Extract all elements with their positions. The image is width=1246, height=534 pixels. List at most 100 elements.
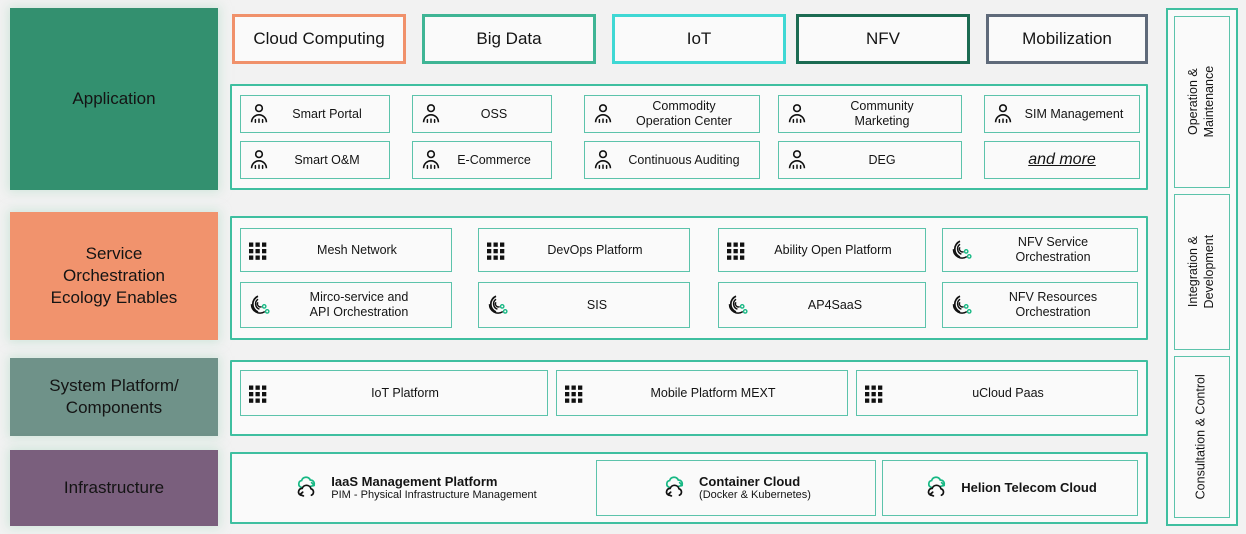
orchestration-icon	[949, 293, 975, 317]
platform-item-ucloud-paas[interactable]: uCloud Paas	[856, 370, 1138, 416]
application-item-e-commerce[interactable]: E-Commerce	[412, 141, 552, 179]
person-icon	[591, 102, 615, 126]
grid-dots-icon	[563, 382, 585, 404]
item-label: SIM Management	[1024, 106, 1124, 121]
person-icon	[991, 102, 1015, 126]
cloud-sync-icon	[923, 475, 953, 501]
application-item-smart-o-m[interactable]: Smart O&M	[240, 141, 390, 179]
application-item-oss[interactable]: OSS	[412, 95, 552, 133]
application-item-smart-portal[interactable]: Smart Portal	[240, 95, 390, 133]
item-label: OSS	[480, 106, 508, 121]
platform-item-mobile-platform-mext[interactable]: Mobile Platform MEXT	[556, 370, 848, 416]
cloud-sync-icon	[661, 475, 691, 501]
sidebar-item-operation-maintenance[interactable]: Operation &Maintenance	[1174, 16, 1230, 188]
sidebar-item-consultation-control-label: Consultation & Control	[1194, 374, 1209, 500]
item-label: Ability Open Platform	[774, 242, 892, 257]
infrastructure-item-helion-telecom-cloud[interactable]: Helion Telecom Cloud	[882, 460, 1138, 516]
grid-dots-icon	[725, 239, 747, 261]
layer-label-infrastructure-text: Infrastructure	[63, 478, 165, 498]
item-label: IoT Platform	[371, 385, 439, 400]
grid-dots-icon	[485, 239, 507, 261]
top-tag-label: NFV	[866, 29, 900, 48]
item-label: Mesh Network	[317, 242, 397, 257]
layer-label-platform-text: System Platform/Components	[49, 376, 179, 417]
sidebar-item-integration-development-label: Integration &Development	[1186, 235, 1216, 309]
item-label: Smart O&M	[294, 152, 360, 167]
grid-dots-icon	[247, 239, 269, 261]
infrastructure-item-container-cloud[interactable]: Container Cloud(Docker & Kubernetes)	[596, 460, 876, 516]
top-tag-label: Big Data	[476, 29, 542, 48]
orchestration-icon	[949, 238, 975, 262]
item-label: AP4SaaS	[807, 297, 863, 312]
layer-label-application: Application	[10, 8, 218, 190]
item-label: E-Commerce	[457, 152, 531, 167]
top-tag-cloud-computing[interactable]: Cloud Computing	[232, 14, 406, 64]
item-label: and more	[1028, 150, 1096, 168]
item-label: uCloud Paas	[972, 385, 1044, 400]
service-item-ap4saas[interactable]: AP4SaaS	[718, 282, 926, 328]
orchestration-icon	[247, 293, 273, 317]
top-tag-label: IoT	[686, 29, 712, 48]
sidebar-item-integration-development[interactable]: Integration &Development	[1174, 194, 1230, 350]
person-icon	[247, 102, 271, 126]
application-item-and-more[interactable]: and more	[984, 141, 1140, 179]
infrastructure-item-text: Helion Telecom Cloud	[961, 480, 1097, 495]
sidebar-item-consultation-control[interactable]: Consultation & Control	[1174, 356, 1230, 518]
person-icon	[247, 148, 271, 172]
infrastructure-item-subtitle: PIM - Physical Infrastructure Management	[331, 489, 537, 502]
service-item-mesh-network[interactable]: Mesh Network	[240, 228, 452, 272]
layer-label-infrastructure: Infrastructure	[10, 450, 218, 526]
person-icon	[419, 102, 443, 126]
infrastructure-item-title: Container Cloud	[699, 473, 801, 489]
grid-dots-icon	[863, 382, 885, 404]
top-tag-iot[interactable]: IoT	[612, 14, 786, 64]
grid-dots-icon	[247, 382, 269, 404]
item-label: Smart Portal	[292, 106, 362, 121]
service-item-sis[interactable]: SIS	[478, 282, 690, 328]
application-item-continuous-auditing[interactable]: Continuous Auditing	[584, 141, 760, 179]
infrastructure-item-title: Helion Telecom Cloud	[961, 480, 1097, 496]
platform-item-iot-platform[interactable]: IoT Platform	[240, 370, 548, 416]
person-icon	[785, 102, 809, 126]
item-label: DevOps Platform	[547, 242, 643, 257]
item-label: DEG	[868, 152, 896, 167]
application-item-deg[interactable]: DEG	[778, 141, 962, 179]
infrastructure-item-title: IaaS Management Platform	[331, 473, 498, 489]
orchestration-icon	[485, 293, 511, 317]
infrastructure-item-subtitle: (Docker & Kubernetes)	[699, 489, 811, 502]
sidebar-item-operation-maintenance-label: Operation &Maintenance	[1186, 66, 1217, 138]
service-item-devops-platform[interactable]: DevOps Platform	[478, 228, 690, 272]
item-label: SIS	[586, 297, 608, 312]
infrastructure-item-text: Container Cloud(Docker & Kubernetes)	[699, 474, 811, 502]
person-icon	[419, 148, 443, 172]
item-label: Mobile Platform MEXT	[650, 385, 776, 400]
orchestration-icon	[725, 293, 751, 317]
cloud-sync-icon	[293, 475, 323, 501]
layer-label-platform: System Platform/Components	[10, 358, 218, 436]
top-tag-mobilization[interactable]: Mobilization	[986, 14, 1148, 64]
top-tag-nfv[interactable]: NFV	[796, 14, 970, 64]
top-tag-label: Cloud Computing	[253, 29, 385, 48]
top-tag-big-data[interactable]: Big Data	[422, 14, 596, 64]
application-item-sim-management[interactable]: SIM Management	[984, 95, 1140, 133]
person-icon	[785, 148, 809, 172]
layer-label-application-text: Application	[72, 89, 156, 109]
service-item-ability-open-platform[interactable]: Ability Open Platform	[718, 228, 926, 272]
item-label: Continuous Auditing	[628, 152, 740, 167]
top-tag-label: Mobilization	[1022, 29, 1112, 48]
